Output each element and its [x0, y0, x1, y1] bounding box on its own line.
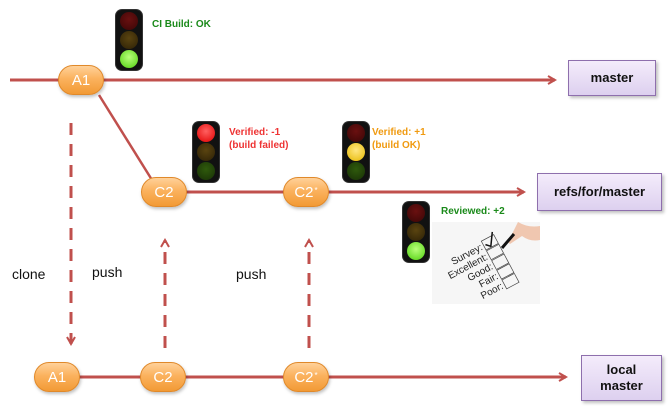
branch-diagonal [97, 94, 154, 181]
commit-label: A1 [47, 368, 67, 386]
commit-node-c2-local[interactable]: C2 [140, 362, 186, 392]
commit-node-a1-local[interactable]: A1 [34, 362, 80, 392]
survey-form-image: Survey: Excellent: Good: Fair: Poor: [432, 222, 540, 304]
push-label-1: push [92, 264, 123, 280]
commit-label: C2 [153, 368, 173, 386]
verified-fail-status: Verified: -1 (build failed) [229, 126, 288, 152]
branch-box-refs-for-master[interactable]: refs/for/master [537, 173, 662, 211]
commit-label: C2 [294, 183, 314, 201]
verified-ok-line2: (build OK) [372, 140, 421, 151]
commit-sup: * [314, 185, 318, 195]
branch-label-local-master: local master [600, 362, 643, 393]
branch-label-master: master [590, 70, 634, 85]
traffic-light-verified-ok-icon [343, 122, 369, 182]
branch-box-local-master[interactable]: local master [581, 355, 662, 401]
verified-ok-line1: Verified: +1 [372, 127, 426, 138]
ci-build-status: CI Build: OK [152, 19, 211, 30]
hand-with-pen-icon [508, 222, 540, 244]
commit-label: A1 [71, 71, 91, 89]
branch-box-master[interactable]: master [568, 60, 656, 96]
commit-label: C2 [154, 183, 174, 201]
reviewed-status: Reviewed: +2 [441, 206, 505, 217]
traffic-light-verified-fail-icon [193, 122, 219, 182]
verified-ok-status: Verified: +1 (build OK) [372, 126, 426, 152]
commit-label: C2 [294, 368, 314, 386]
push-label-2: push [236, 266, 267, 282]
traffic-light-reviewed-icon [403, 202, 429, 262]
clone-label: clone [12, 266, 46, 282]
commit-node-c2-review[interactable]: C2 [141, 177, 187, 207]
traffic-light-ci-build-icon [116, 10, 142, 70]
commit-node-c2-star-review[interactable]: C2* [283, 177, 329, 207]
pen-icon [500, 233, 516, 249]
commit-sup: * [314, 370, 318, 380]
commit-node-c2-star-local[interactable]: C2* [283, 362, 329, 392]
verified-fail-line1: Verified: -1 [229, 127, 281, 138]
branch-label-refs-for-master: refs/for/master [553, 184, 646, 199]
verified-fail-line2: (build failed) [229, 140, 289, 151]
commit-node-a1-remote[interactable]: A1 [58, 65, 104, 95]
